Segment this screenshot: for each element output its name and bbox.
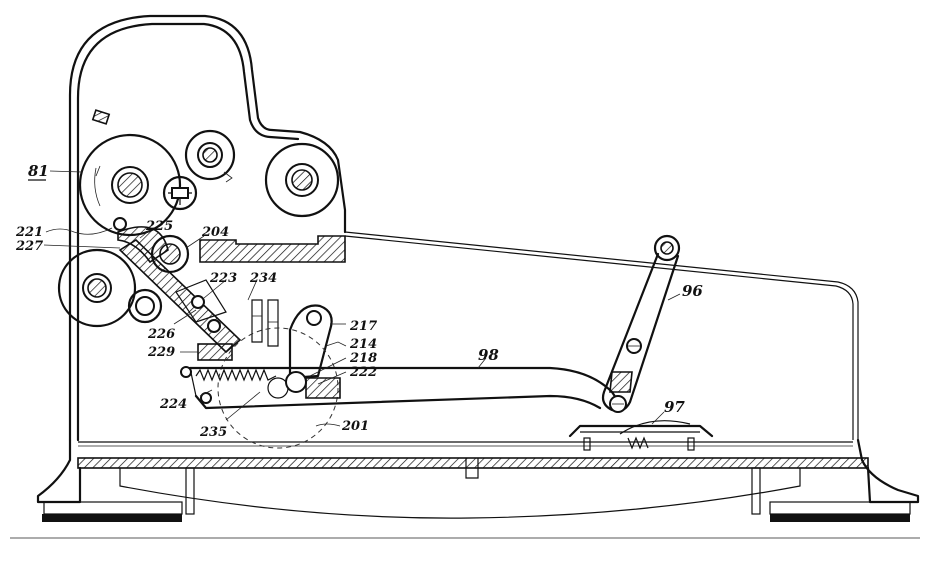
middle-gear	[162, 175, 198, 211]
label-97: 97	[664, 398, 685, 416]
base-plate	[10, 438, 920, 539]
label-224: 224	[159, 397, 187, 412]
label-225: 225	[145, 219, 173, 234]
block-229	[197, 343, 233, 361]
shaft-204	[150, 234, 190, 274]
label-227: 227	[15, 239, 43, 254]
label-96: 96	[682, 282, 703, 300]
label-235: 235	[199, 425, 227, 440]
right-roll	[264, 142, 340, 218]
link-234	[251, 299, 279, 347]
lever-227	[118, 238, 242, 354]
label-98: 98	[478, 346, 499, 364]
lower-small-roller	[127, 288, 163, 324]
arm-225	[117, 226, 169, 264]
label-81: 81	[28, 162, 49, 180]
label-214: 214	[349, 337, 377, 352]
lower-left-roll	[57, 248, 137, 328]
roller-221	[113, 217, 127, 231]
bracket-97	[568, 420, 714, 451]
label-229: 229	[147, 345, 175, 360]
label-226: 226	[147, 327, 175, 342]
upper-small-gear	[184, 129, 236, 183]
label-223: 223	[209, 271, 237, 286]
wheel-201	[217, 327, 341, 449]
leader-lines	[43, 170, 681, 427]
label-221: 221	[15, 225, 43, 240]
reference-labels: 81 221 225 227 204 223 234 226 229 224 2…	[15, 162, 703, 440]
housing-outline	[68, 14, 859, 447]
spring-224	[195, 368, 277, 382]
label-217: 217	[349, 319, 377, 334]
small-block	[91, 109, 111, 125]
label-222: 222	[349, 365, 377, 380]
label-218: 218	[349, 351, 377, 366]
platen-bar	[199, 235, 346, 263]
arm-217	[288, 304, 333, 380]
pedal-lever-96	[601, 234, 681, 413]
label-234: 234	[249, 271, 277, 286]
label-201: 201	[341, 419, 369, 434]
label-204: 204	[201, 225, 229, 240]
